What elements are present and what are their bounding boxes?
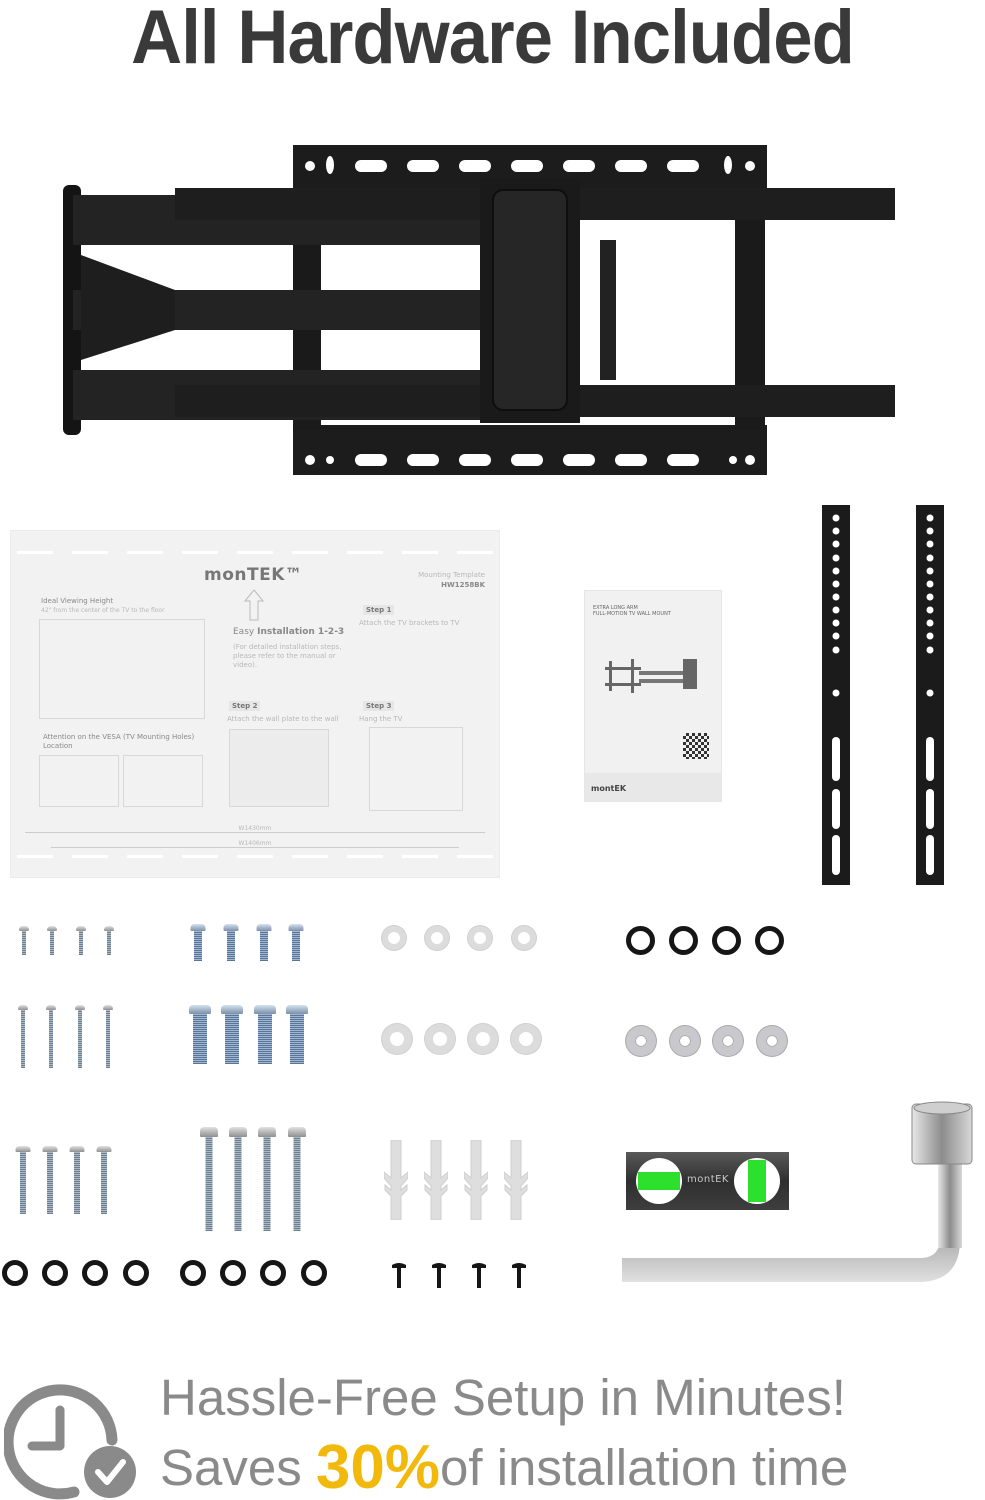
anchor-icon	[504, 1140, 528, 1220]
qr-code	[683, 733, 709, 759]
step-3-illustration	[369, 727, 463, 811]
easy-install-note: (For detailed installation steps, please…	[233, 643, 342, 669]
anchor-icon	[424, 1140, 448, 1220]
anchor-icon	[464, 1140, 488, 1220]
viewing-height-title: Ideal Viewing Height	[41, 597, 114, 605]
hardware-lag-bolts	[195, 1125, 320, 1235]
manual-footer	[585, 773, 721, 801]
hardware-o-rings-right	[180, 1258, 330, 1288]
step-2-text: Attach the wall plate to the wall	[227, 715, 339, 723]
hardware-m8-screws	[0, 1144, 130, 1218]
mounting-template-sheet: monTEK™ Mounting Template HW1258BK Ideal…	[10, 530, 500, 878]
hardware-m6-short-screws	[180, 920, 320, 965]
tv-wall-mount-image	[63, 145, 895, 475]
instruction-manual: EXTRA LONG ARM FULL-MOTION TV WALL MOUNT…	[584, 590, 722, 802]
socket-wrench-image	[622, 1101, 973, 1282]
tv-brackets-image	[822, 505, 944, 885]
template-dash-line-top	[17, 551, 493, 554]
step-3-badge: Step 3	[363, 701, 395, 711]
easy-install-heading: Easy Installation 1-2-3	[233, 627, 345, 637]
viewing-height-sub: 42" from the center of the TV to the flo…	[41, 607, 165, 614]
tagline-suffix: of installation time	[440, 1439, 849, 1496]
dimension-bottom-label: W1406mm	[238, 840, 272, 847]
template-brand-logo: monTEK™	[204, 565, 303, 585]
hardware-safety-bolts	[390, 1262, 530, 1292]
hardware-large-washers	[380, 1022, 550, 1058]
tagline-highlight: 30%	[315, 1433, 441, 1500]
step-3-text: Hang the TV	[359, 715, 403, 723]
t-bolt-icon	[392, 1263, 406, 1288]
room-illustration	[39, 619, 205, 719]
hardware-small-washers	[380, 924, 540, 954]
hardware-metal-washers	[624, 1024, 794, 1058]
level-vial-vertical	[734, 1158, 780, 1204]
manual-brand: montEK	[591, 784, 627, 793]
step-1-badge: Step 1	[363, 605, 395, 615]
anchor-icon	[384, 1140, 408, 1220]
manual-title-line1: EXTRA LONG ARM	[593, 605, 638, 611]
step-2-badge: Step 2	[229, 701, 261, 711]
step-2-illustration	[229, 729, 329, 807]
level-brand: montEK	[687, 1174, 729, 1185]
manual-title-line2: FULL-MOTION TV WALL MOUNT	[593, 611, 671, 617]
page-title: All Hardware Included	[131, 0, 855, 80]
hardware-o-rings-left	[2, 1258, 152, 1288]
hardware-rubber-o-rings-large	[625, 925, 790, 957]
tagline-line1: Hassle-Free Setup in Minutes!	[160, 1369, 846, 1426]
t-bolt-icon	[512, 1263, 526, 1288]
dimension-line-top	[25, 832, 485, 833]
template-model: HW1258BK	[441, 581, 485, 589]
up-arrow-icon	[244, 589, 264, 621]
tagline-prefix: Saves	[160, 1439, 302, 1496]
hardware-wall-anchors	[384, 1140, 534, 1222]
template-doc-type: Mounting Template	[418, 571, 485, 579]
dimension-line-bottom	[51, 847, 459, 848]
hardware-m4-long-screws	[0, 1003, 130, 1073]
t-bolt-icon	[472, 1263, 486, 1288]
step-1-text: Attach the TV brackets to TV	[359, 619, 460, 627]
vesa-note: Attention on the VESA (TV Mounting Holes…	[43, 733, 195, 750]
t-bolt-icon	[432, 1263, 446, 1288]
bubble-level: montEK	[626, 1152, 789, 1210]
manual-mount-illustration	[605, 659, 697, 693]
hardware-m6-long-screws	[180, 1003, 320, 1068]
level-vial-horizontal	[636, 1158, 682, 1204]
template-dash-line-bottom	[17, 855, 493, 858]
hardware-m4-short-screws	[0, 920, 130, 960]
clock-check-icon	[4, 1384, 136, 1500]
vesa-diagram-left	[39, 755, 119, 807]
tagline-line2: Saves 30%of installation time	[160, 1432, 848, 1500]
dimension-top-label: W1430mm	[238, 825, 272, 832]
vesa-diagram-right	[123, 755, 203, 807]
